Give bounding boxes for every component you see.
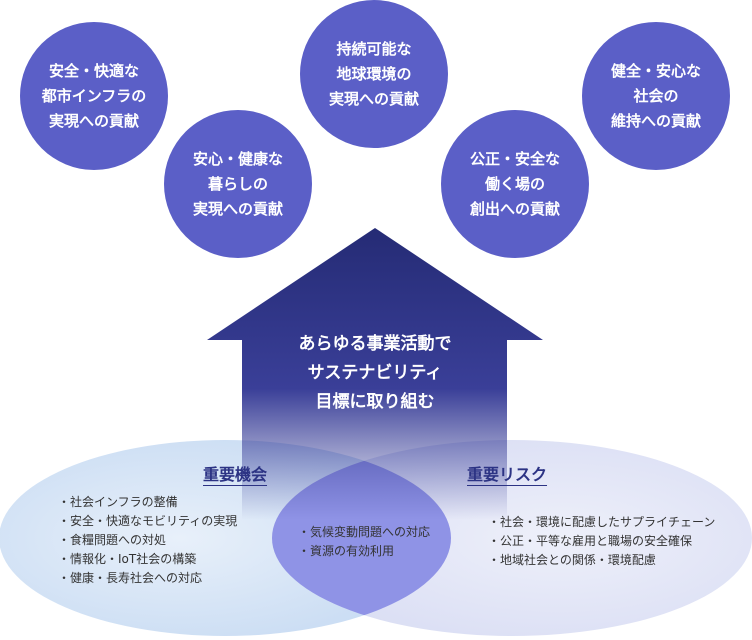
goal-text: 働く場の (484, 174, 545, 193)
house-label-line: サステナビリティ (307, 363, 443, 383)
list-item: 食糧問題への対処 (58, 531, 237, 550)
risks-heading: 重要リスク (467, 465, 548, 484)
list-item: 社会・環境に配慮したサプライチェーン (488, 513, 715, 532)
goal-text: 安全・快適な (48, 61, 139, 80)
goal-text: 社会の (633, 86, 679, 105)
goal-text: 地球環境の (336, 64, 412, 83)
house-shape (207, 228, 543, 520)
list-item: 社会インフラの整備 (58, 493, 237, 512)
house-label: あらゆる事業活動で サステナビリティ 目標に取り組む (255, 330, 495, 417)
goal-text: 実現への貢献 (48, 111, 139, 130)
goal-circle-global-environment: 持続可能な 地球環境の 実現への貢献 (300, 0, 448, 148)
list-item: 情報化・IoT社会の構築 (58, 550, 237, 569)
list-item: 安全・快適なモビリティの実現 (58, 512, 237, 531)
opportunities-list: 社会インフラの整備 安全・快適なモビリティの実現 食糧問題への対処 情報化・Io… (58, 493, 237, 588)
goal-circle-healthy-living: 安心・健康な 暮らしの 実現への貢献 (164, 110, 312, 258)
house-label-line: 目標に取り組む (315, 392, 435, 412)
goal-text: 維持への貢献 (610, 111, 701, 130)
goal-text: 実現への貢献 (192, 199, 283, 218)
house-label-line: あらゆる事業活動で (298, 334, 452, 354)
list-item: 資源の有効利用 (298, 542, 430, 561)
goal-text: 実現への貢献 (328, 89, 419, 108)
list-item: 地域社会との関係・環境配慮 (488, 551, 715, 570)
list-item: 気候変動問題への対応 (298, 523, 430, 542)
goal-circle-urban-infrastructure: 安全・快適な 都市インフラの 実現への貢献 (20, 22, 168, 170)
goal-text: 持続可能な (336, 39, 412, 58)
goal-text: 健全・安心な (610, 61, 701, 80)
list-item: 公正・平等な雇用と職場の安全確保 (488, 532, 715, 551)
goal-text: 暮らしの (207, 174, 268, 193)
opportunities-heading: 重要機会 (203, 465, 268, 484)
risks-list: 社会・環境に配慮したサプライチェーン 公正・平等な雇用と職場の安全確保 地域社会… (488, 513, 715, 570)
goal-text: 公正・安全な (469, 149, 560, 168)
list-item: 健康・長寿社会への対応 (58, 569, 237, 588)
common-list: 気候変動問題への対応 資源の有効利用 (298, 523, 430, 561)
goal-circle-healthy-society: 健全・安心な 社会の 維持への貢献 (582, 22, 730, 170)
goal-text: 創出への貢献 (469, 199, 560, 218)
goal-circle-workplace: 公正・安全な 働く場の 創出への貢献 (441, 110, 589, 258)
goal-text: 安心・健康な (192, 149, 283, 168)
goal-text: 都市インフラの (41, 86, 147, 105)
